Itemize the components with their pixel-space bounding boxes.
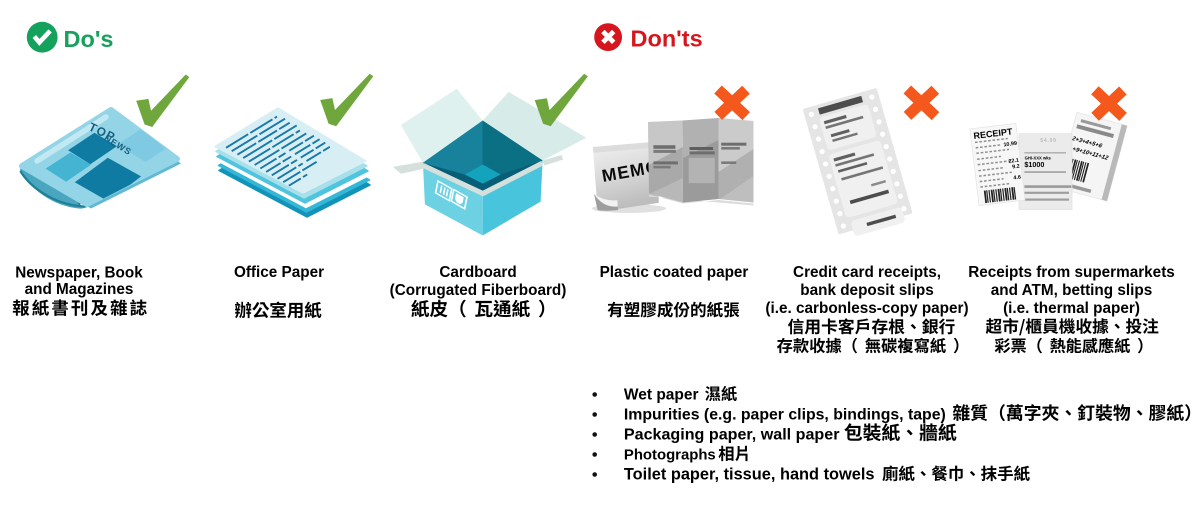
svg-text:Packaging paper, wall paper: Packaging paper, wall paper (624, 426, 840, 444)
svg-text:and Magazines: and Magazines (25, 281, 134, 298)
svg-text:bank deposit slips: bank deposit slips (800, 282, 933, 299)
svg-text:Photographs: Photographs (624, 448, 716, 464)
svg-text:Toilet paper, tissue, hand tow: Toilet paper, tissue, hand towels (624, 466, 875, 484)
svg-text:(Corrugated Fiberboard): (Corrugated Fiberboard) (390, 282, 567, 299)
svg-text:and ATM, betting slips: and ATM, betting slips (991, 282, 1152, 299)
svg-text:$1000: $1000 (1024, 160, 1044, 169)
svg-text:22.1: 22.1 (1008, 158, 1019, 165)
svg-text:Impurities (e.g. paper clips,: Impurities (e.g. paper clips, bindings, … (624, 407, 946, 424)
svg-text:Plastic coated paper: Plastic coated paper (600, 264, 749, 281)
svg-text:Cardboard: Cardboard (439, 264, 516, 281)
svg-text:Do's: Do's (64, 26, 114, 52)
svg-text:9.2: 9.2 (1012, 164, 1020, 171)
svg-text:Newspaper, Book: Newspaper, Book (15, 264, 143, 281)
svg-text:Receipts from supermarkets: Receipts from supermarkets (968, 264, 1175, 281)
svg-text:Credit card receipts,: Credit card receipts, (793, 264, 941, 281)
svg-text:(i.e. thermal paper): (i.e. thermal paper) (1003, 300, 1140, 317)
svg-text:Don'ts: Don'ts (631, 26, 703, 52)
svg-text:10.99: 10.99 (1003, 141, 1017, 149)
svg-text:$4.99: $4.99 (1040, 138, 1057, 144)
svg-text:RECEIPT: RECEIPT (973, 126, 1013, 141)
svg-text:GHI-XXX wks: GHI-XXX wks (1025, 155, 1052, 160)
svg-text:4.6: 4.6 (1013, 175, 1021, 182)
svg-text:Wet paper: Wet paper (624, 387, 699, 404)
svg-text:Office Paper: Office Paper (234, 264, 324, 281)
svg-text:(i.e. carbonless-copy paper): (i.e. carbonless-copy paper) (765, 300, 968, 317)
